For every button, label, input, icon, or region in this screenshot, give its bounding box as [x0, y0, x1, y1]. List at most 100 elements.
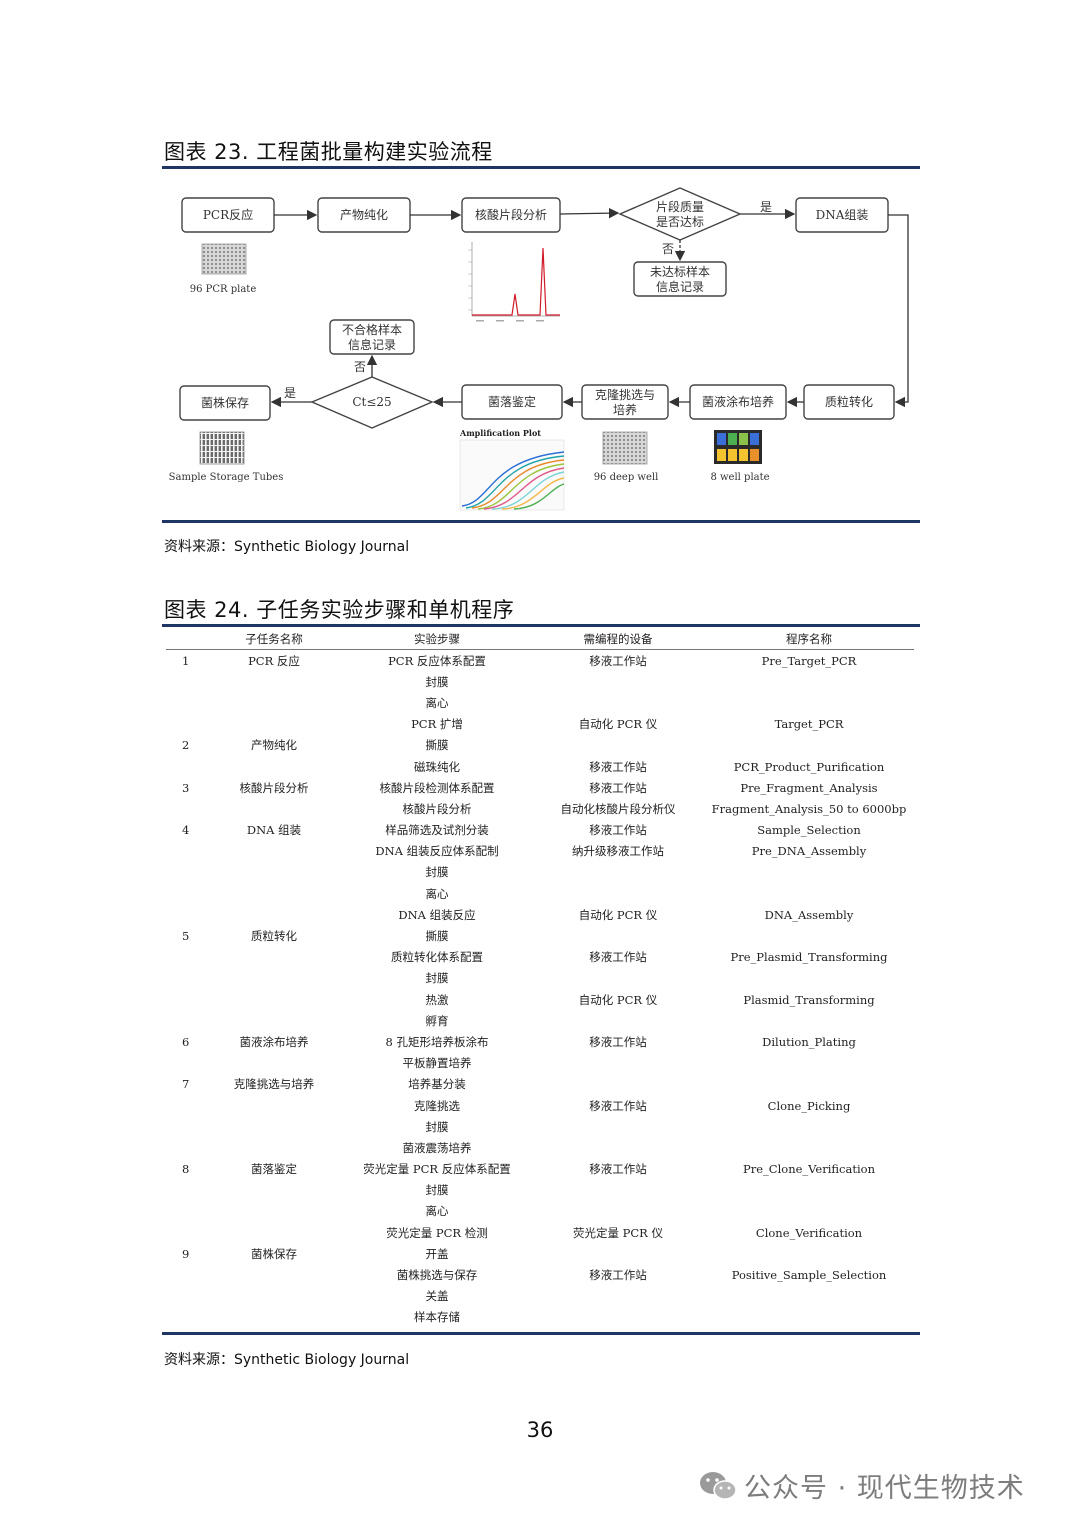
- table-row: 封膜: [166, 1116, 914, 1137]
- cell-index: [166, 714, 206, 735]
- header-subtask: 子任务名称: [206, 629, 342, 650]
- cell-subtask: [206, 1095, 342, 1116]
- cell-index: [166, 1222, 206, 1243]
- cell-subtask: [206, 1010, 342, 1031]
- table-row: 菌液震荡培养: [166, 1137, 914, 1158]
- cell-device: [532, 1286, 704, 1307]
- cell-step: 开盖: [342, 1243, 532, 1264]
- node-identify-label: 菌落鉴定: [488, 394, 536, 409]
- node-pcr: PCR反应: [182, 198, 274, 232]
- amplification-plot-image: [460, 440, 564, 510]
- caption-pcr-plate: 96 PCR plate: [190, 284, 257, 295]
- cell-step: 荧光定量 PCR 反应体系配置: [342, 1159, 532, 1180]
- cell-program: [704, 1243, 914, 1264]
- label-no-1: 否: [662, 242, 674, 256]
- table-row: 关盖: [166, 1286, 914, 1307]
- cell-subtask: PCR 反应: [206, 650, 342, 672]
- cell-program: Plasmid_Transforming: [704, 989, 914, 1010]
- node-ct-label: Ct≤25: [352, 395, 391, 409]
- cell-index: [166, 692, 206, 713]
- cell-subtask: [206, 1180, 342, 1201]
- cell-device: [532, 1053, 704, 1074]
- cell-index: 4: [166, 820, 206, 841]
- cell-program: [704, 883, 914, 904]
- cell-step: 封膜: [342, 1180, 532, 1201]
- node-fragment-label: 核酸片段分析: [475, 207, 547, 222]
- table-row: 孵育: [166, 1010, 914, 1031]
- node-purify: 产物纯化: [318, 198, 410, 232]
- table-header-row: 子任务名称 实验步骤 需编程的设备 程序名称: [166, 629, 914, 650]
- cell-index: [166, 1307, 206, 1328]
- node-fail-line1: 不合格样本: [342, 322, 402, 337]
- cell-index: 6: [166, 1031, 206, 1052]
- node-unqualified-line1: 未达标样本: [650, 264, 710, 279]
- node-dna-assembly-label: DNA组装: [816, 208, 869, 222]
- header-index: [166, 629, 206, 650]
- cell-program: Pre_Plasmid_Transforming: [704, 947, 914, 968]
- cell-program: Clone_Verification: [704, 1222, 914, 1243]
- cell-device: 自动化 PCR 仪: [532, 989, 704, 1010]
- cell-device: 自动化 PCR 仪: [532, 714, 704, 735]
- cell-step: 菌株挑选与保存: [342, 1264, 532, 1285]
- cell-program: Fragment_Analysis_50 to 6000bp: [704, 798, 914, 819]
- cell-step: 撕膜: [342, 735, 532, 756]
- cell-subtask: 菌株保存: [206, 1243, 342, 1264]
- cell-program: [704, 1137, 914, 1158]
- cell-device: 荧光定量 PCR 仪: [532, 1222, 704, 1243]
- cell-step: 离心: [342, 692, 532, 713]
- node-fail-record: 不合格样本 信息记录: [330, 320, 414, 354]
- node-ct-check: Ct≤25: [312, 377, 432, 428]
- cell-step: 磁珠纯化: [342, 756, 532, 777]
- cell-step: 平板静置培养: [342, 1053, 532, 1074]
- node-fragment: 核酸片段分析: [462, 198, 560, 232]
- cell-subtask: [206, 1201, 342, 1222]
- figure-24-source: 资料来源：Synthetic Biology Journal: [164, 1349, 409, 1369]
- cell-program: [704, 735, 914, 756]
- cell-index: 8: [166, 1159, 206, 1180]
- cell-subtask: 质粒转化: [206, 925, 342, 946]
- cell-device: 移液工作站: [532, 1095, 704, 1116]
- cell-index: [166, 1286, 206, 1307]
- cell-index: [166, 1201, 206, 1222]
- cell-subtask: 产物纯化: [206, 735, 342, 756]
- edge-assembly-plasmid: [888, 215, 908, 402]
- node-unqualified-record: 未达标样本 信息记录: [634, 262, 726, 296]
- cell-subtask: [206, 756, 342, 777]
- cell-index: [166, 1095, 206, 1116]
- cell-index: [166, 756, 206, 777]
- cell-program: [704, 1180, 914, 1201]
- cell-program: [704, 692, 914, 713]
- table-row: 封膜: [166, 1180, 914, 1201]
- cell-program: [704, 1201, 914, 1222]
- cell-subtask: [206, 1222, 342, 1243]
- cell-device: [532, 1137, 704, 1158]
- cell-step: 离心: [342, 1201, 532, 1222]
- cell-index: [166, 841, 206, 862]
- node-clone-line2: 培养: [613, 402, 637, 417]
- table-row: 平板静置培养: [166, 1053, 914, 1074]
- cell-program: Pre_DNA_Assembly: [704, 841, 914, 862]
- node-plating-label: 菌液涂布培养: [702, 394, 774, 409]
- node-dna-assembly: DNA组装: [796, 198, 888, 232]
- cell-subtask: 核酸片段分析: [206, 777, 342, 798]
- node-clone: 克隆挑选与 培养: [582, 385, 668, 419]
- cell-index: 5: [166, 925, 206, 946]
- cell-device: [532, 925, 704, 946]
- pcr-plate-image: [202, 244, 246, 274]
- cell-subtask: [206, 1053, 342, 1074]
- node-qc-line1: 片段质量: [656, 199, 704, 214]
- node-identify: 菌落鉴定: [462, 385, 562, 419]
- cell-device: [532, 1243, 704, 1264]
- cell-device: 移液工作站: [532, 777, 704, 798]
- cell-program: [704, 1010, 914, 1031]
- cell-device: 移液工作站: [532, 1264, 704, 1285]
- wechat-icon: [698, 1469, 738, 1510]
- cell-step: 封膜: [342, 671, 532, 692]
